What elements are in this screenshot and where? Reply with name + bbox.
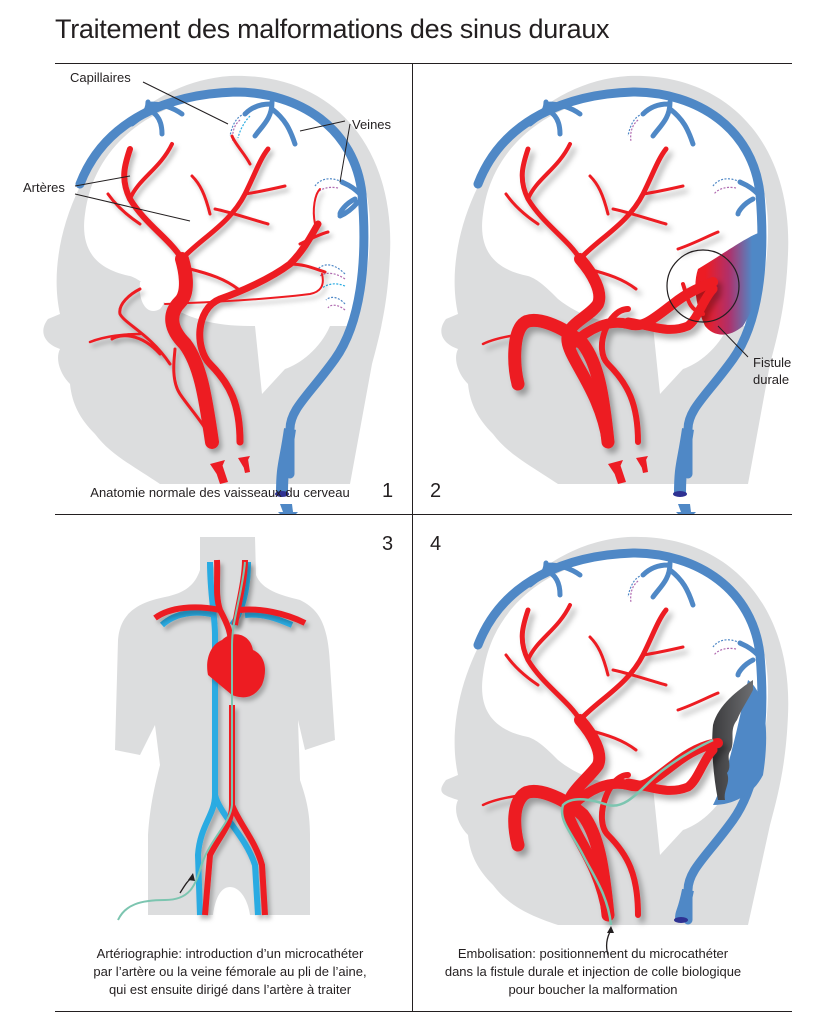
caption-line: qui est ensuite dirigé dans l’artère à t… xyxy=(108,982,352,997)
panel-3-arteriography: 3 Artériographie: introduction d’un micr… xyxy=(0,515,412,1011)
caption-line: dans la fistule durale et injection de c… xyxy=(444,964,742,979)
arrow-down xyxy=(278,504,298,514)
jugular-vein xyxy=(276,428,296,495)
caption-panel-4: Embolisation: positionnement du microcat… xyxy=(423,945,763,999)
microcatheter xyxy=(560,738,714,926)
label-veins: Veines xyxy=(352,117,392,132)
caption-line: pour boucher la malformation xyxy=(508,982,678,997)
panel-number-3: 3 xyxy=(382,533,394,555)
heart-icon xyxy=(207,634,265,698)
neck-gap xyxy=(255,326,330,394)
label-capillaries: Capillaires xyxy=(70,70,131,85)
head-illustration-embolization xyxy=(441,536,789,956)
fistula-highlight-circle xyxy=(666,249,740,323)
label-arteries: Artères xyxy=(23,180,65,195)
arrow-up-2 xyxy=(238,456,250,473)
panel-2-dural-fistula: Fistule durale 2 xyxy=(413,64,816,514)
glue-plug xyxy=(712,680,753,800)
divider-bottom xyxy=(55,1011,792,1012)
dural-fistula xyxy=(695,232,763,335)
panel-number-4: 4 xyxy=(430,533,442,555)
caption-line: Embolisation: positionnement du microcat… xyxy=(457,946,729,961)
panel-4-embolization: 4 Embolisation: positionnement du microc… xyxy=(413,515,816,1011)
torso-silhouette xyxy=(115,537,335,915)
microcatheter xyxy=(117,561,246,921)
label-fistula-line1: Fistule xyxy=(753,355,792,370)
panel-number-1: 1 xyxy=(382,480,394,502)
page-title: Traitement des malformations des sinus d… xyxy=(55,14,610,44)
caption-panel-3: Artériographie: introduction d’un microc… xyxy=(60,945,400,999)
label-fistula-line2: durale xyxy=(753,372,790,387)
label-fistula: Fistule durale xyxy=(753,354,791,388)
caption-panel-1: Anatomie normale des vaisseaux du cervea… xyxy=(90,485,350,500)
label-leaders xyxy=(74,81,351,222)
panel-1-normal-anatomy: Capillaires Veines Artères Anatomie norm… xyxy=(0,64,412,514)
caption-line: Artériographie: introduction d’un microc… xyxy=(96,946,364,961)
panel-number-2: 2 xyxy=(430,480,442,502)
arrow-up-1 xyxy=(210,460,228,484)
brain-area xyxy=(84,94,370,326)
divider-vertical xyxy=(412,63,413,1011)
head-illustration-fistula xyxy=(441,75,789,514)
caption-line: par l’artère ou la veine fémorale au pli… xyxy=(93,964,367,979)
divider-top xyxy=(55,63,792,64)
arteries xyxy=(88,134,330,449)
head-illustration-normal xyxy=(43,75,391,514)
torso-illustration xyxy=(115,537,335,921)
divider-middle xyxy=(55,514,792,515)
